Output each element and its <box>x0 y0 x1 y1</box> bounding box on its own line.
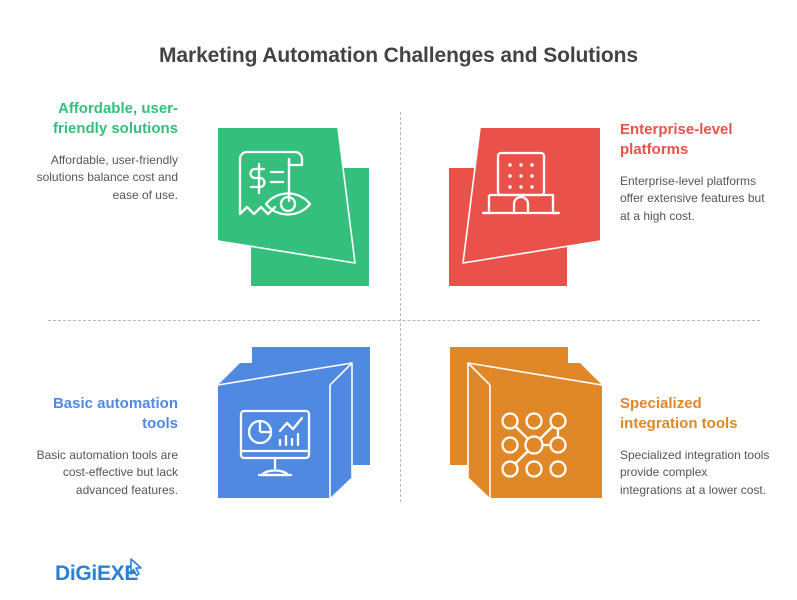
vertical-divider <box>400 112 401 502</box>
quadrant-body-basic-automation-tools: Basic automation tools are cost-effectiv… <box>36 447 178 497</box>
quadrant-icon-specialized-integration-tools <box>430 345 620 520</box>
office-building-icon <box>449 127 601 286</box>
page-title: Marketing Automation Challenges and Solu… <box>159 44 638 67</box>
quadrant-heading-specialized-integration-tools: Specialized integration tools <box>620 395 738 433</box>
quadrant-text-specialized-integration-tools: Specialized integration tools Specialize… <box>620 394 770 499</box>
brand-logo-text: DiGiEXE <box>55 562 139 585</box>
horizontal-divider <box>48 320 760 321</box>
network-nodes-icon <box>450 347 603 498</box>
receipt-dollar-eye-icon <box>217 127 369 286</box>
quadrant-heading-basic-automation-tools: Basic automation tools <box>52 395 178 433</box>
quadrant-heading-enterprise-level-platforms: Enterprise-level platforms <box>620 121 733 159</box>
quadrant-icon-enterprise-level-platforms <box>440 123 605 293</box>
quadrant-text-enterprise-level-platforms: Enterprise-level platforms Enterprise-le… <box>620 120 770 225</box>
quadrant-icon-affordable-user-friendly-solutions <box>213 123 378 293</box>
quadrant-body-specialized-integration-tools: Specialized integration tools provide co… <box>620 447 770 497</box>
cursor-arrow-icon <box>130 558 142 577</box>
quadrant-body-enterprise-level-platforms: Enterprise-level platforms offer extensi… <box>620 173 765 223</box>
quadrant-text-affordable-user-friendly-solutions: Affordable, user-friendly solutions Affo… <box>28 99 178 204</box>
quadrant-text-basic-automation-tools: Basic automation tools Basic automation … <box>28 394 178 499</box>
brand-logo[interactable]: DiGiEXE <box>55 558 142 586</box>
monitor-analytics-icon <box>217 347 370 498</box>
quadrant-heading-affordable-user-friendly-solutions: Affordable, user-friendly solutions <box>52 100 178 138</box>
quadrant-body-affordable-user-friendly-solutions: Affordable, user-friendly solutions bala… <box>36 152 178 202</box>
quadrant-icon-basic-automation-tools <box>200 345 390 520</box>
